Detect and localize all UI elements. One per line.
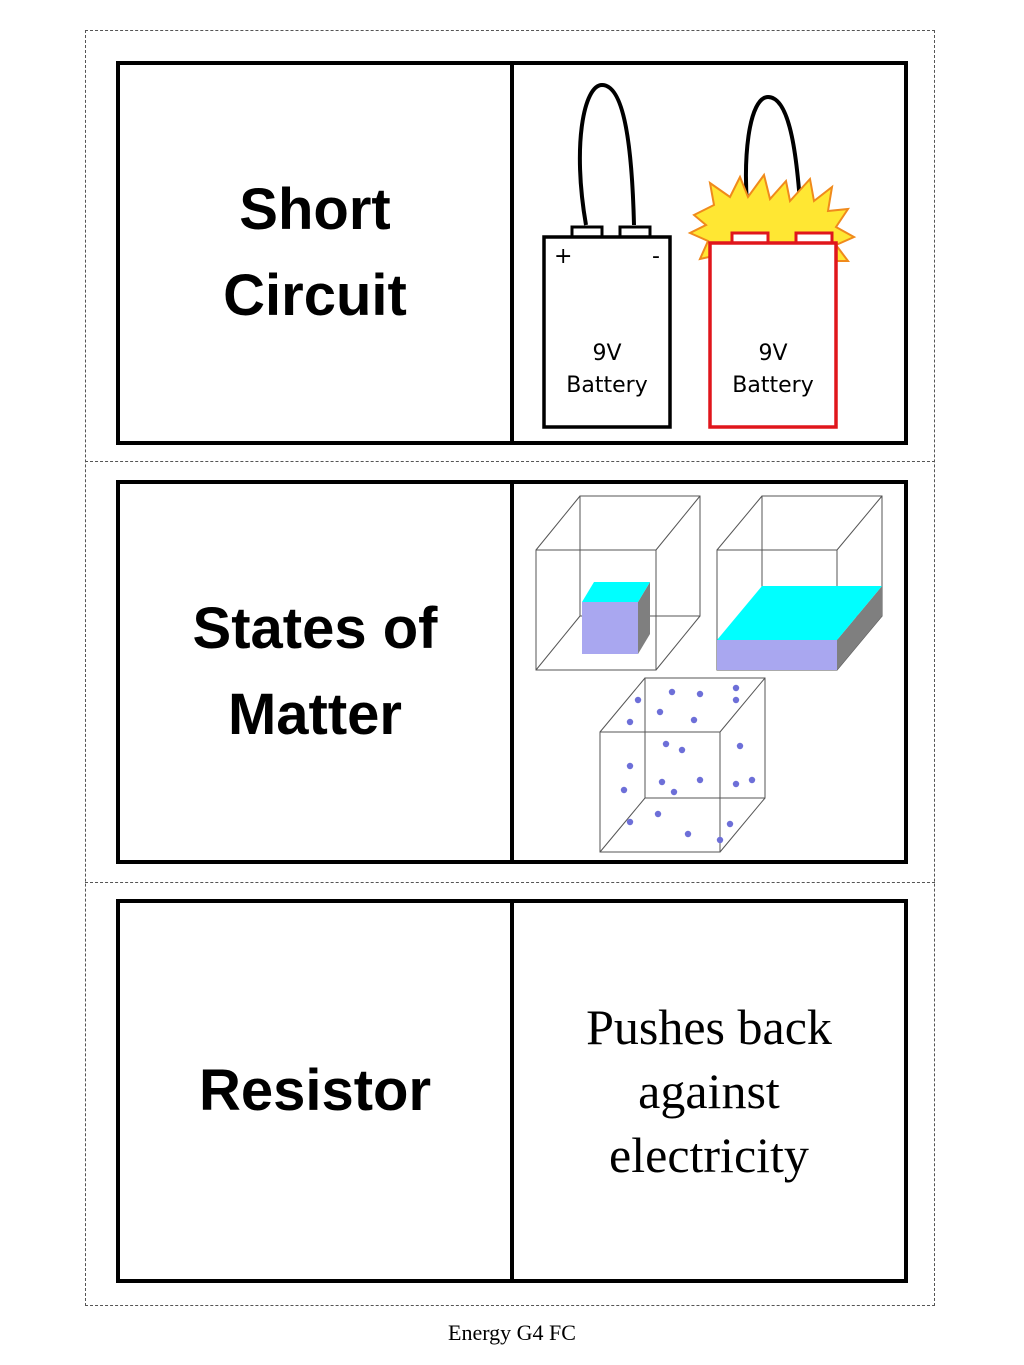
wire	[577, 82, 636, 226]
gas-particle	[658, 778, 666, 786]
gas-particle	[732, 696, 740, 704]
cut-line	[85, 882, 935, 883]
gas-particle	[678, 746, 686, 754]
battery-voltage: 9V	[592, 341, 621, 366]
gas-particle	[690, 716, 698, 724]
battery-body	[542, 235, 672, 429]
flashcard-sheet	[85, 30, 935, 1306]
term-line: Resistor	[198, 1058, 432, 1123]
card-definition: Pushes back against electricity	[514, 903, 904, 1279]
gas-particle	[626, 762, 634, 770]
gas-container	[599, 677, 766, 853]
definition-line: electricity	[609, 1127, 809, 1183]
flashcard-states-of-matter: States of Matter	[116, 480, 908, 864]
battery-body	[708, 241, 838, 429]
battery-voltage: 9V	[758, 341, 787, 366]
card-illustration: + - 9V Battery 9V Battery	[514, 65, 904, 441]
term-line: Matter	[227, 682, 402, 747]
term-line: Short	[239, 177, 391, 242]
gas-particle	[626, 718, 634, 726]
gas-particle	[732, 780, 740, 788]
gas-particle	[626, 818, 634, 826]
definition-line: against	[638, 1063, 780, 1119]
term-line: Circuit	[223, 263, 407, 328]
shorted-battery-icon: 9V Battery	[687, 94, 857, 429]
gas-particle	[662, 740, 670, 748]
gas-particle	[668, 688, 676, 696]
flashcard-resistor: Resistor Pushes back against electricity	[116, 899, 908, 1283]
short-circuit-illustration: + - 9V Battery 9V Battery	[542, 82, 857, 429]
card-term: Resistor	[120, 903, 514, 1279]
solid-block	[582, 582, 650, 654]
battery-icon: + - 9V Battery	[542, 82, 672, 429]
gas-particle	[620, 786, 628, 794]
gas-particle	[634, 696, 642, 704]
gas-particle	[726, 820, 734, 828]
gas-particle	[716, 836, 724, 844]
states-of-matter-illustration	[535, 495, 883, 853]
battery-label: Battery	[732, 373, 813, 398]
card-illustration	[514, 484, 904, 860]
liquid-layer	[717, 586, 882, 670]
battery-label: Battery	[566, 373, 647, 398]
gas-particle	[654, 810, 662, 818]
gas-particle	[736, 742, 744, 750]
flashcard-short-circuit: Short Circuit + - 9V Battery	[116, 61, 908, 445]
footer-label: Energy G4 FC	[448, 1320, 576, 1345]
cut-line	[85, 461, 935, 462]
gas-particle	[748, 776, 756, 784]
definition-text: Pushes back against electricity	[549, 995, 869, 1187]
gas-particles	[620, 684, 756, 844]
battery-plus: +	[554, 244, 572, 269]
gas-particle	[656, 708, 664, 716]
gas-particle	[670, 788, 678, 796]
gas-particle	[696, 690, 704, 698]
card-term: States of Matter	[120, 484, 514, 860]
definition-line: Pushes back	[586, 999, 832, 1055]
gas-particle	[732, 684, 740, 692]
gas-particle	[684, 830, 692, 838]
solid-container	[535, 495, 701, 671]
term-line: States of	[192, 596, 438, 661]
gas-particle	[696, 776, 704, 784]
wire	[744, 94, 804, 236]
battery-minus: -	[652, 244, 660, 269]
card-term: Short Circuit	[120, 65, 514, 441]
